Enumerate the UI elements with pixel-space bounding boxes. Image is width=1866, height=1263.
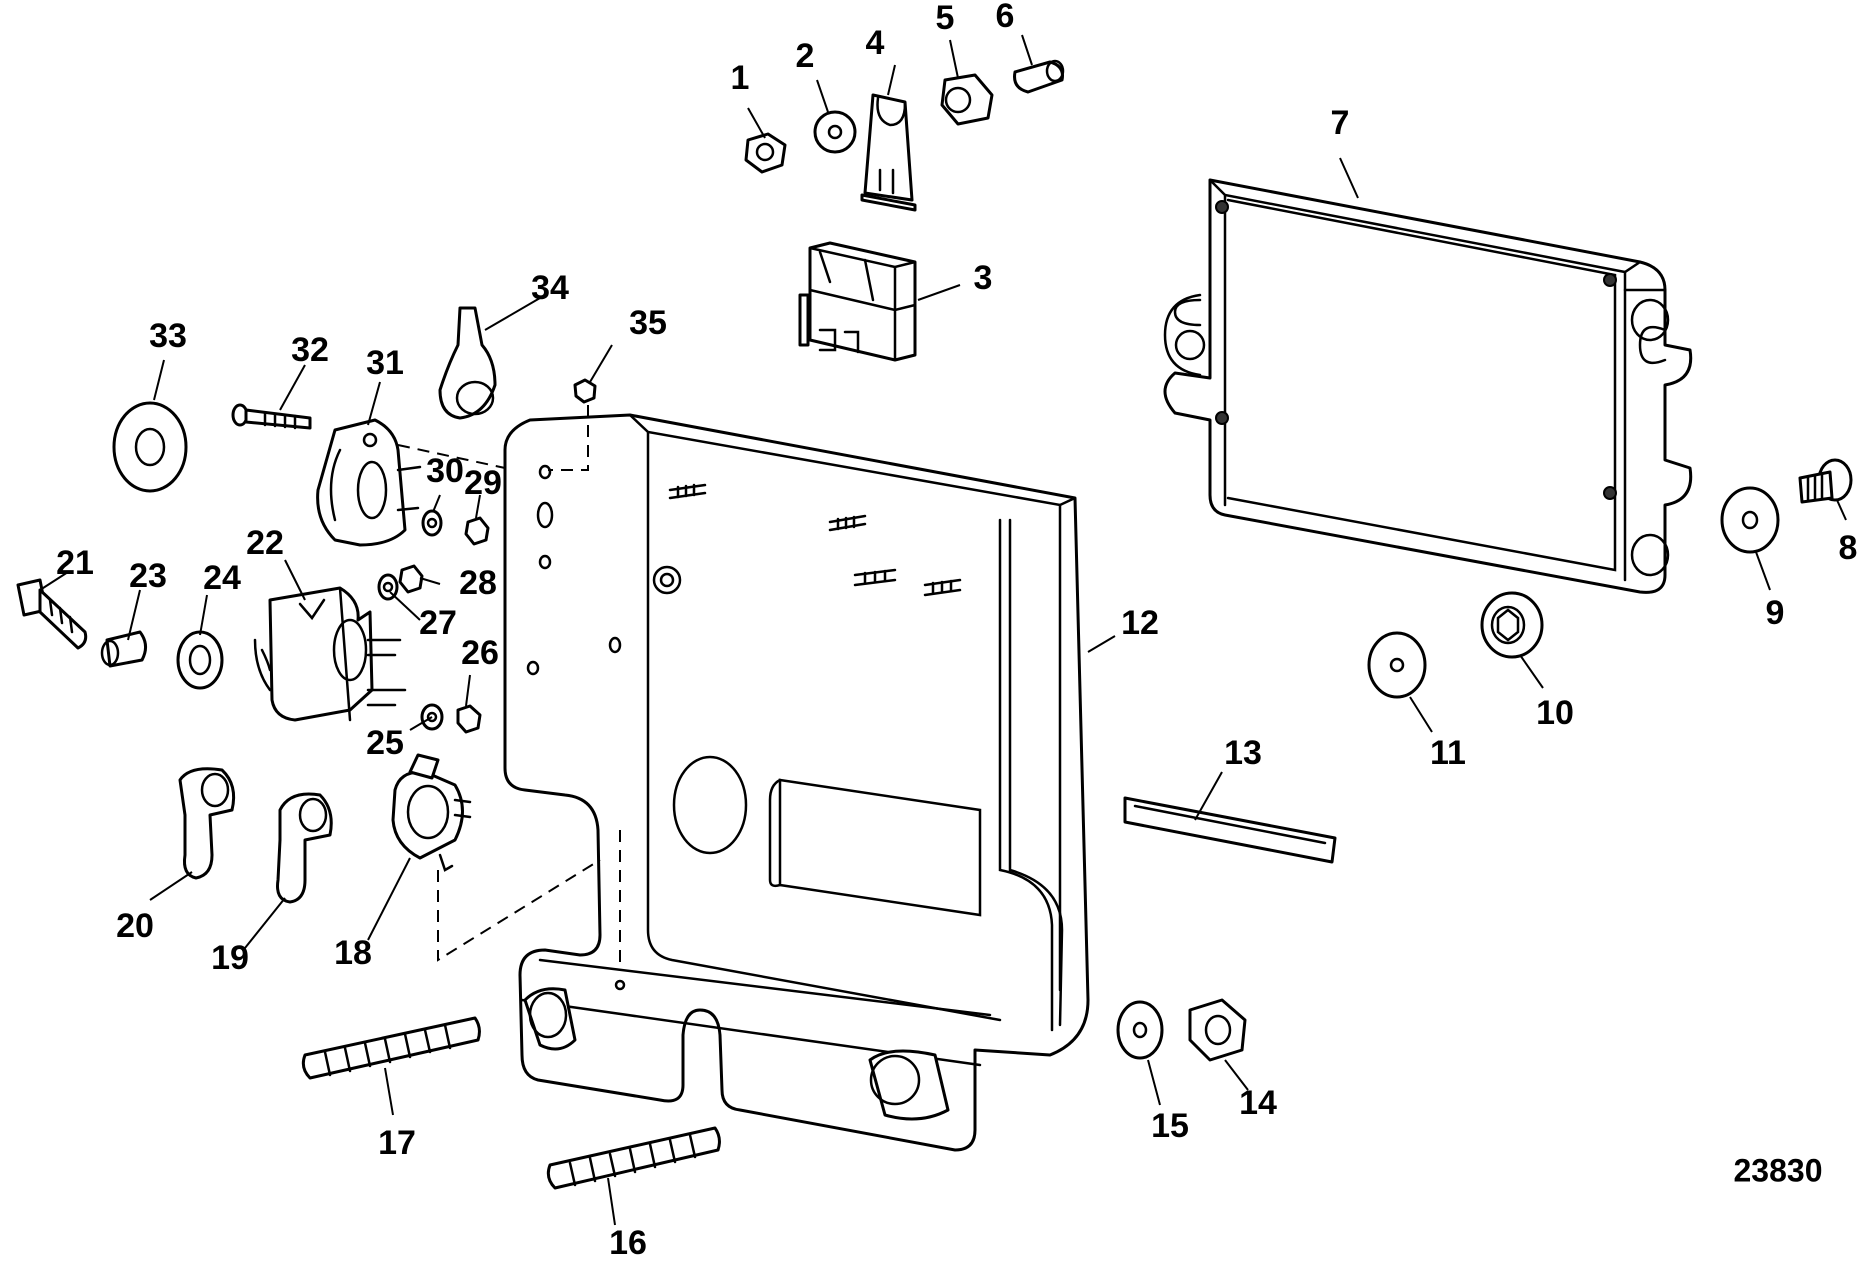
callout-27: 27 bbox=[419, 604, 457, 642]
dashed-line-31 bbox=[397, 444, 506, 469]
boot-19 bbox=[276, 792, 333, 904]
callout-15: 15 bbox=[1151, 1107, 1189, 1145]
strip-13 bbox=[1123, 796, 1337, 864]
callout-10: 10 bbox=[1536, 694, 1574, 732]
bushing-6 bbox=[1013, 59, 1065, 94]
screw-32 bbox=[231, 403, 312, 430]
nut-28 bbox=[398, 564, 424, 594]
callout-20: 20 bbox=[116, 907, 154, 945]
leader-lines bbox=[39, 34, 1847, 1226]
callout-11: 11 bbox=[1430, 734, 1466, 772]
callout-34: 34 bbox=[531, 269, 569, 307]
callout-4: 4 bbox=[866, 24, 885, 62]
nut-29 bbox=[464, 516, 490, 546]
callout-labels: 1 2 3 4 5 6 7 8 9 10 11 12 13 14 15 16 1… bbox=[56, 0, 1857, 1262]
washer-11 bbox=[1367, 631, 1427, 699]
callout-6: 6 bbox=[996, 0, 1015, 35]
nut-35 bbox=[573, 378, 597, 404]
washer-2 bbox=[813, 110, 857, 154]
boot-34 bbox=[438, 306, 497, 420]
figure-number: 23830 bbox=[1734, 1152, 1823, 1188]
callout-29: 29 bbox=[464, 464, 502, 502]
callout-23: 23 bbox=[129, 557, 167, 595]
mounting-bracket bbox=[503, 413, 1090, 1152]
callout-26: 26 bbox=[461, 634, 499, 672]
callout-13: 13 bbox=[1224, 734, 1262, 772]
callout-30: 30 bbox=[426, 452, 464, 490]
clip bbox=[860, 93, 917, 212]
boot-20 bbox=[178, 767, 236, 880]
washer-9 bbox=[1720, 486, 1780, 554]
sleeve-23 bbox=[100, 630, 147, 668]
callout-2: 2 bbox=[796, 37, 815, 75]
nut-26 bbox=[456, 704, 482, 734]
callout-8: 8 bbox=[1839, 529, 1858, 567]
callout-12: 12 bbox=[1121, 604, 1159, 642]
washer-15 bbox=[1116, 1000, 1164, 1060]
callout-22: 22 bbox=[246, 524, 284, 562]
bolt-21 bbox=[16, 578, 88, 650]
dashed-line-18 bbox=[437, 830, 621, 970]
callout-18: 18 bbox=[334, 934, 372, 972]
callout-3: 3 bbox=[974, 259, 993, 297]
washer-30 bbox=[421, 509, 443, 537]
callout-1: 1 bbox=[731, 59, 750, 97]
control-module bbox=[1163, 178, 1693, 594]
fuse-holder-18 bbox=[391, 753, 472, 872]
solenoid-31 bbox=[316, 418, 422, 547]
callout-5: 5 bbox=[936, 0, 955, 37]
callout-19: 19 bbox=[211, 939, 249, 977]
callout-24: 24 bbox=[203, 559, 241, 597]
nut-5 bbox=[940, 73, 994, 126]
relay bbox=[798, 241, 917, 362]
stud-16 bbox=[546, 1126, 721, 1190]
callout-9: 9 bbox=[1766, 594, 1785, 632]
callout-35: 35 bbox=[629, 304, 667, 342]
callout-14: 14 bbox=[1239, 1084, 1277, 1122]
callout-31: 31 bbox=[366, 344, 404, 382]
solenoid-22 bbox=[253, 586, 407, 722]
washer-33 bbox=[112, 401, 188, 493]
callout-16: 16 bbox=[609, 1224, 647, 1262]
grommet-24 bbox=[176, 630, 224, 690]
grommet-10 bbox=[1480, 591, 1544, 659]
callout-32: 32 bbox=[291, 331, 329, 369]
nut-14 bbox=[1188, 998, 1247, 1062]
callout-17: 17 bbox=[378, 1124, 416, 1162]
screw-8 bbox=[1798, 458, 1853, 504]
callout-33: 33 bbox=[149, 317, 187, 355]
callout-7: 7 bbox=[1331, 104, 1350, 142]
nut-1 bbox=[744, 132, 787, 174]
callout-25: 25 bbox=[366, 724, 404, 762]
dashed-line-35 bbox=[548, 405, 589, 471]
stud-17 bbox=[301, 1016, 481, 1080]
callout-28: 28 bbox=[459, 564, 497, 602]
callout-21: 21 bbox=[56, 544, 94, 582]
